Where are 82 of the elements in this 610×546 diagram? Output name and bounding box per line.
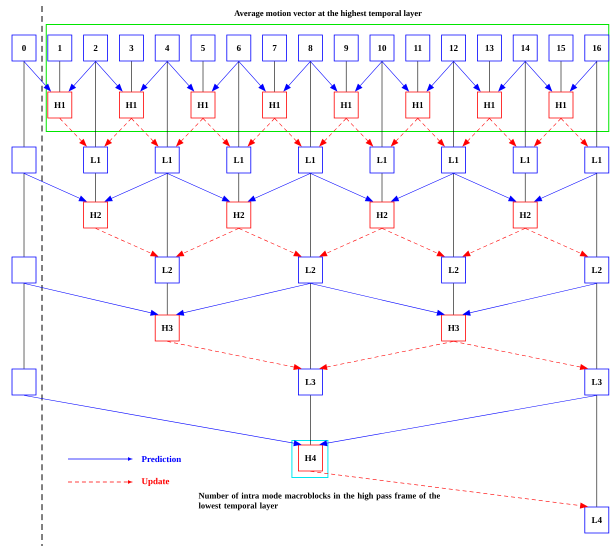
- highpass-box: H2: [370, 202, 394, 228]
- arrow: [453, 173, 516, 202]
- highpass-box: H3: [154, 314, 180, 342]
- empty-box: [12, 256, 36, 284]
- highpass-box: H3: [441, 314, 466, 342]
- highpass-box: H1: [405, 92, 430, 118]
- connector-line: [524, 61, 526, 147]
- connector-line: [560, 61, 562, 92]
- highpass-box: H2: [226, 202, 252, 228]
- highpass-box: H1: [548, 92, 574, 118]
- frame-box: 16: [584, 34, 610, 62]
- empty-box: [12, 368, 36, 396]
- highpass-box: H1: [47, 92, 72, 118]
- lowpass-box: L1: [370, 146, 394, 174]
- highpass-box: H1: [119, 92, 144, 118]
- lowpass-box: L1: [441, 146, 466, 174]
- highpass-box: H1: [190, 92, 216, 118]
- connector-line: [95, 173, 96, 202]
- frame-box: 13: [477, 34, 502, 62]
- connector-line: [131, 61, 132, 92]
- legend-label: Update: [142, 478, 170, 486]
- connector-line: [238, 173, 240, 202]
- connector-line: [596, 283, 598, 369]
- frame-box: 5: [190, 34, 216, 62]
- frame-box: 11: [405, 34, 430, 62]
- connector-line: [274, 61, 275, 92]
- lowpass-box: L3: [584, 368, 610, 396]
- frame-box: 6: [226, 34, 252, 62]
- connector-line: [95, 61, 96, 147]
- frame-box: 1: [47, 34, 72, 62]
- lowpass-box: L2: [298, 256, 323, 284]
- connector-line: [166, 173, 168, 257]
- frame-box: 7: [262, 34, 287, 62]
- connector-line: [310, 395, 311, 445]
- highpass-box: H4: [298, 444, 323, 472]
- connector-line: [489, 61, 490, 92]
- connector-line: [166, 61, 168, 147]
- frame-box: 9: [334, 34, 359, 62]
- connector-line: [453, 283, 454, 315]
- frame-box: 15: [548, 34, 574, 62]
- empty-box: [12, 146, 36, 174]
- connector-line: [310, 283, 311, 369]
- frame-box: 4: [154, 34, 180, 62]
- lowpass-box: L1: [226, 146, 252, 174]
- connector-line: [453, 61, 454, 147]
- highpass-box: H1: [262, 92, 287, 118]
- connector-line: [166, 283, 168, 315]
- frame-heading: Average motion vector at the highest temporal layer: [234, 10, 422, 18]
- frame-box: 0: [12, 34, 36, 62]
- highpass-box: H2: [83, 202, 108, 228]
- frame-box: 8: [298, 34, 323, 62]
- connector-line: [310, 61, 311, 147]
- frame-box: 2: [83, 34, 108, 62]
- lowpass-box: L2: [154, 256, 180, 284]
- highpass-box: H2: [512, 202, 538, 228]
- connector-line: [596, 395, 598, 507]
- frame-box: 12: [441, 34, 466, 62]
- connector-line: [310, 173, 311, 257]
- lowpass-box: L1: [83, 146, 108, 174]
- lowpass-box: L1: [512, 146, 538, 174]
- frame-box: 14: [512, 34, 538, 62]
- connector-line: [453, 173, 454, 257]
- frame-box: 10: [370, 34, 394, 62]
- connector-line: [524, 173, 526, 202]
- frame-box: 3: [119, 34, 144, 62]
- highpass-box: H1: [477, 92, 502, 118]
- connector-line: [596, 173, 598, 257]
- highpass-box: H1: [334, 92, 359, 118]
- lowpass-box: L1: [584, 146, 610, 174]
- lowpass-box: L2: [584, 256, 610, 284]
- lowpass-box: L3: [298, 368, 323, 396]
- connector-line: [202, 61, 204, 92]
- lowpass-box: L4: [584, 506, 610, 534]
- arrow: [95, 228, 158, 257]
- lowpass-box: L1: [298, 146, 323, 174]
- arrow: [248, 173, 311, 202]
- connector-line: [596, 61, 598, 147]
- frame-caption: Number of intra mode macroblocks in the high pass frame of the lowest temporal layer: [198, 492, 440, 510]
- lowpass-box: L2: [441, 256, 466, 284]
- lowpass-box: L1: [154, 146, 180, 174]
- legend-label: Prediction: [142, 456, 182, 462]
- connector-line: [238, 61, 240, 147]
